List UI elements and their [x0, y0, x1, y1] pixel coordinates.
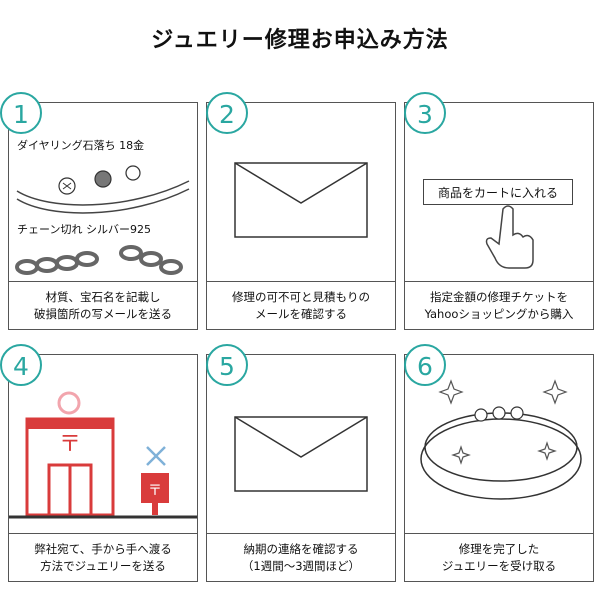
step-4-badge: 4: [0, 344, 42, 386]
step-3-illustration: 商品をカートに入れる: [405, 103, 593, 281]
step-1-caption: 材質、宝石名を記載し 破損箇所の写メールを送る: [9, 281, 197, 329]
step-6-badge: 6: [404, 344, 446, 386]
step-5-card: 納期の連絡を確認する （1週間〜3週間ほど）: [206, 354, 396, 582]
broken-chain-icon: [15, 245, 183, 275]
step-3-caption: 指定金額の修理チケットを Yahooショッピングから購入: [405, 281, 593, 329]
add-to-cart-button: 商品をカートに入れる: [423, 179, 573, 205]
envelope-icon: [234, 416, 368, 492]
repaired-ring-icon: [420, 379, 582, 500]
envelope-icon: [234, 162, 368, 238]
step-4-card: 〒 〒 弊社宛て、手から手へ渡る 方法でジュエリーを送る: [8, 354, 198, 582]
step-5-caption: 納期の連絡を確認する （1週間〜3週間ほど）: [207, 533, 395, 581]
step-1-illustration: ダイヤリング石落ち 18金 チェーン切れ シルバー925: [9, 103, 197, 281]
step-1-badge: 1: [0, 92, 42, 134]
caption-line: 修理の可不可と見積もりの: [232, 289, 370, 304]
missing-stone-icon: [94, 170, 112, 188]
step-5-illustration: [207, 355, 395, 533]
svg-text:〒: 〒: [148, 483, 162, 499]
step-4-caption: 弊社宛て、手から手へ渡る 方法でジュエリーを送る: [9, 533, 197, 581]
ok-mark-icon: [57, 391, 81, 415]
step-3-card: 商品をカートに入れる 指定金額の修理チケットを Yahooショッピングから購入: [404, 102, 594, 330]
page-title: ジュエリー修理お申込み方法: [151, 28, 449, 53]
caption-line: 弊社宛て、手から手へ渡る: [34, 541, 172, 556]
step-6-illustration: [405, 355, 593, 533]
caption-line: （1週間〜3週間ほど）: [241, 558, 361, 573]
caption-line: 納期の連絡を確認する: [243, 541, 359, 556]
step-1-card: ダイヤリング石落ち 18金 チェーン切れ シルバー925: [8, 102, 198, 330]
post-office-illustration: 〒 〒: [9, 391, 197, 519]
caption-line: 修理を完了した: [458, 541, 540, 556]
step-5-badge: 5: [206, 344, 248, 386]
caption-line: 破損箇所の写メールを送る: [34, 306, 172, 321]
pointing-hand-icon: [485, 205, 534, 269]
step-2-caption: 修理の可不可と見積もりの メールを確認する: [207, 281, 395, 329]
step-4-illustration: 〒 〒: [9, 355, 197, 533]
caption-line: 指定金額の修理チケットを: [430, 289, 568, 304]
caption-line: ジュエリーを受け取る: [441, 558, 557, 573]
step-2-illustration: [207, 103, 395, 281]
caption-line: 方法でジュエリーを送る: [40, 558, 166, 573]
caption-line: 材質、宝石名を記載し: [45, 289, 161, 304]
svg-text:〒: 〒: [59, 432, 81, 457]
step-6-card: 修理を完了した ジュエリーを受け取る: [404, 354, 594, 582]
ring-drawing: [16, 165, 190, 214]
step-3-badge: 3: [404, 92, 446, 134]
caption-line: Yahooショッピングから購入: [424, 306, 574, 321]
step-2-card: 修理の可不可と見積もりの メールを確認する: [206, 102, 396, 330]
step-2-badge: 2: [206, 92, 248, 134]
step-6-caption: 修理を完了した ジュエリーを受け取る: [405, 533, 593, 581]
sparkle-icon: [438, 379, 568, 465]
chain-damage-label: チェーン切れ シルバー925: [17, 223, 151, 236]
caption-line: メールを確認する: [255, 306, 347, 321]
mailbox-icon: [141, 473, 169, 503]
ring-damage-label: ダイヤリング石落ち 18金: [17, 139, 145, 152]
